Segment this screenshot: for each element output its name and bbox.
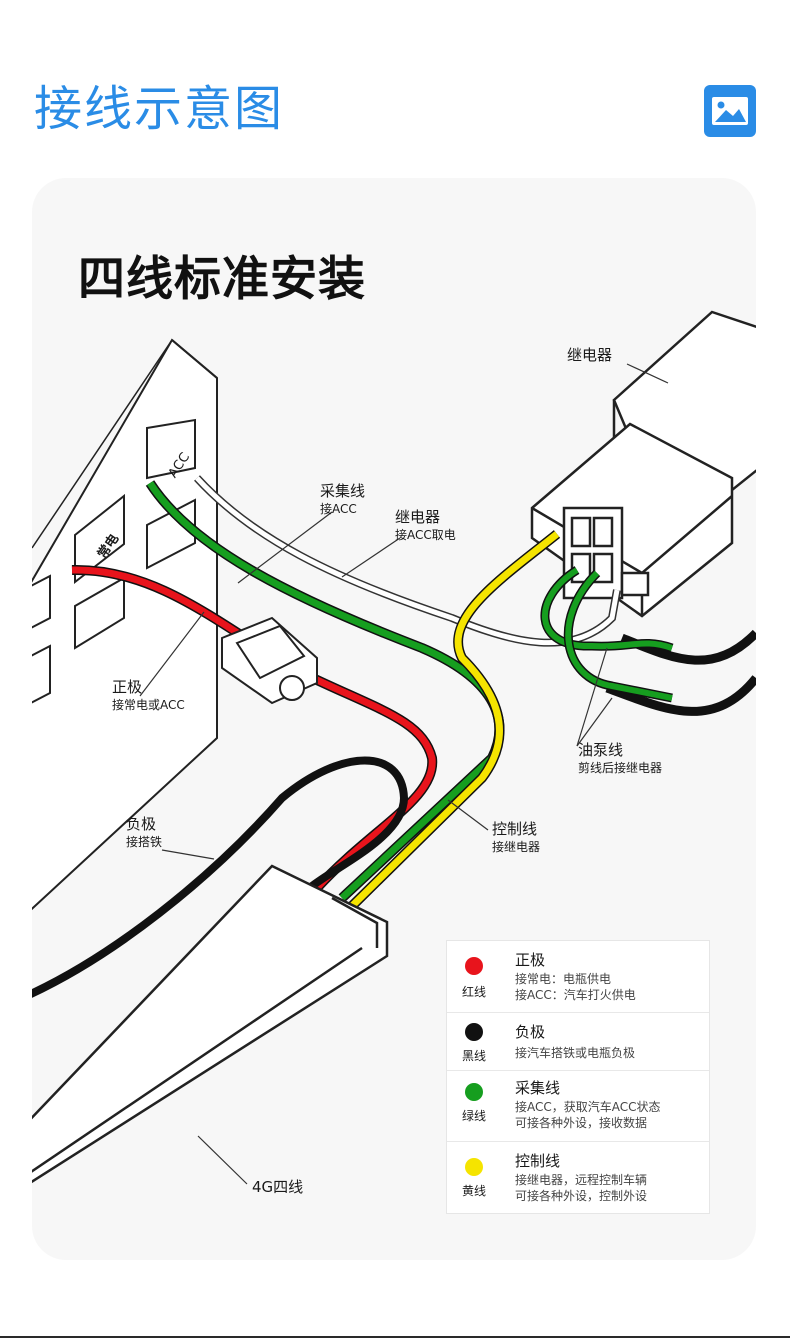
red-dot — [465, 957, 483, 975]
green-dot — [465, 1083, 483, 1101]
black-dot — [465, 1023, 483, 1041]
legend-desc: 接汽车搭铁或电瓶负极 — [515, 1046, 636, 1060]
legend-desc: 接常电：电瓶供电 — [515, 972, 612, 986]
legend-color-name: 黄线 — [461, 1184, 486, 1198]
positive-callout: 正极 接常电或ACC — [112, 678, 185, 712]
callout-lines — [139, 363, 669, 1185]
negative-wire-black — [32, 756, 409, 998]
pump-wire-lower — [605, 675, 756, 716]
legend-desc: 可接各种外设，接收数据 — [515, 1116, 648, 1130]
legend-color-name: 黑线 — [461, 1049, 486, 1063]
relay-callout: 继电器 — [567, 346, 613, 364]
relay — [530, 310, 756, 618]
legend-title: 采集线 — [515, 1079, 561, 1097]
wiring-diagram — [32, 310, 756, 1185]
image-icon[interactable] — [704, 85, 756, 137]
wire-legend: 红线 正极 接常电：电瓶供电 接ACC：汽车打火供电 黑线 负极 接汽车搭铁或电… — [446, 940, 710, 1214]
inline-fuse — [221, 616, 318, 705]
negative-callout: 负极 接搭铁 — [126, 815, 163, 849]
legend-title: 正极 — [515, 951, 546, 969]
legend-row-yellow: 黄线 控制线 接继电器，远程控制车辆 可接各种外设，控制外设 — [447, 1141, 709, 1214]
legend-row-black: 黑线 负极 接汽车搭铁或电瓶负极 — [447, 1012, 709, 1070]
legend-color-name: 红线 — [461, 985, 486, 999]
control-callout: 控制线 接继电器 — [492, 820, 541, 854]
legend-desc: 可接各种外设，控制外设 — [515, 1189, 648, 1203]
legend-row-green: 绿线 采集线 接ACC，获取汽车ACC状态 可接各种外设，接收数据 — [447, 1070, 709, 1141]
legend-row-red: 红线 正极 接常电：电瓶供电 接ACC：汽车打火供电 — [447, 941, 709, 1011]
legend-title: 负极 — [515, 1023, 546, 1041]
yellow-dot — [465, 1158, 483, 1176]
page-title: 接线示意图 — [34, 81, 285, 137]
diagram-card: 四线标准安装 ACC 常电 继电器 采集线 接ACC 继电器 接ACC取电 正极… — [32, 178, 756, 1260]
legend-desc: 接ACC：汽车打火供电 — [515, 988, 636, 1002]
legend-desc: 接ACC，获取汽车ACC状态 — [515, 1100, 661, 1114]
fuse-box — [32, 338, 218, 911]
legend-title: 控制线 — [515, 1152, 561, 1170]
legend-color-name: 绿线 — [461, 1109, 486, 1123]
relay-wire-callout: 继电器 接ACC取电 — [395, 508, 456, 542]
legend-desc: 接继电器，远程控制车辆 — [515, 1173, 648, 1187]
device-callout: 4G四线 — [252, 1178, 304, 1196]
bottom-divider — [0, 1336, 790, 1338]
collect-callout: 采集线 接ACC — [320, 482, 366, 516]
gps-device — [32, 864, 389, 1184]
diagram-heading: 四线标准安装 — [78, 252, 366, 307]
pump-callout: 油泵线 剪线后接继电器 — [578, 741, 663, 775]
